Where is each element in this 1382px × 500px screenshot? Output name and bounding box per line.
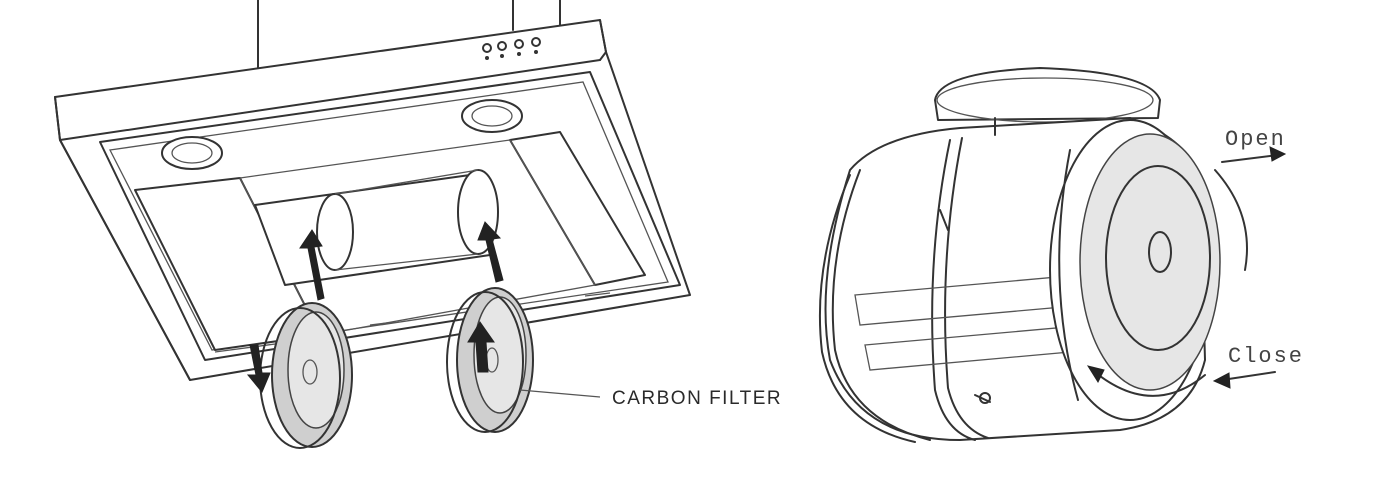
close-label: Close bbox=[1228, 344, 1304, 369]
arrow-up-right bbox=[477, 221, 504, 283]
arrow-down-left bbox=[246, 344, 271, 393]
lamp-right bbox=[461, 99, 523, 133]
carbon-filter-label: CARBON FILTER bbox=[612, 388, 782, 409]
arrow-up-left bbox=[299, 229, 325, 301]
carbon-filter-left bbox=[259, 302, 353, 449]
open-label: Open bbox=[1225, 127, 1286, 152]
arrow-up-filter bbox=[467, 321, 495, 373]
lamp-left bbox=[161, 136, 223, 170]
open-arrow bbox=[1221, 146, 1287, 163]
control-panel bbox=[482, 37, 541, 60]
carbon-filter-leader bbox=[519, 389, 601, 398]
range-hood bbox=[54, 0, 691, 381]
motor-closeup: Open Close bbox=[818, 67, 1304, 443]
carbon-filter-right bbox=[446, 287, 534, 433]
close-arrow bbox=[1212, 371, 1276, 389]
